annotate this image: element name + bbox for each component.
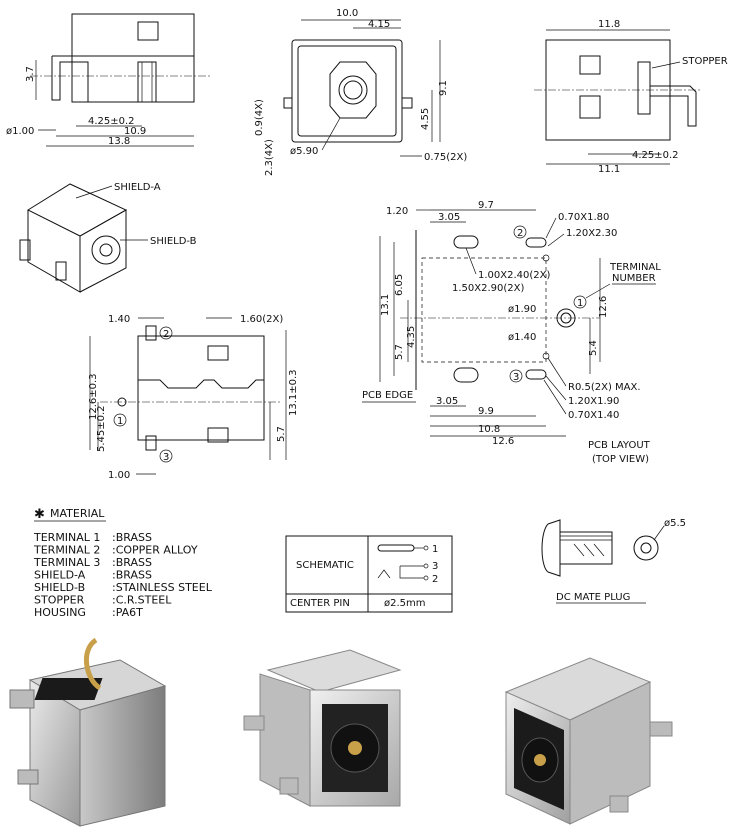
top-dim-455: 4.55 xyxy=(420,108,431,130)
material-table: ✱ MATERIAL TERMINAL 1 :BRASS TERMINAL 2 :CO… xyxy=(33,507,213,619)
pcb-dim-99: 9.9 xyxy=(478,406,494,417)
pcb-dim-305a: 3.05 xyxy=(438,212,460,223)
material-part: TERMINAL 1 xyxy=(33,531,100,544)
pcb-dim-126: 12.6 xyxy=(598,296,609,318)
front-dim-425: 4.25±0.2 xyxy=(88,116,135,127)
pcb-slot-100x240: 1.00X2.40(2X) xyxy=(478,270,550,281)
drawing-sheet: 3.7 ø1.00 4.25±0.2 10.9 13.8 10.0 4.15 9… xyxy=(6,8,728,619)
pcb-dim-305b: 3.05 xyxy=(436,396,458,407)
schematic-label: SCHEMATIC xyxy=(296,560,354,571)
material-value: :COPPER ALLOY xyxy=(112,544,198,557)
dc-mate-plug: ø5.5 DC MATE PLUG xyxy=(541,518,686,604)
pcb-slot-070x140: 0.70X1.40 xyxy=(568,410,619,421)
side-dim-425: 4.25±0.2 xyxy=(632,150,679,161)
side-dim-111: 11.1 xyxy=(598,164,620,175)
material-part: SHIELD-B xyxy=(34,581,85,594)
pcb-caption-2: (TOP VIEW) xyxy=(592,454,649,465)
center-pin-label: CENTER PIN xyxy=(290,598,350,609)
material-part: SHIELD-A xyxy=(34,569,86,582)
bottom-pin-3: 3 xyxy=(163,452,169,463)
pcb-slot-120x190: 1.20X1.90 xyxy=(568,396,619,407)
product-photo-2 xyxy=(240,630,490,836)
schematic-box: SCHEMATIC CENTER PIN ø2.5mm 1 3 2 xyxy=(285,535,453,613)
pcb-terminal-number-1: TERMINAL xyxy=(609,262,661,273)
material-part: HOUSING xyxy=(34,606,86,619)
pcb-dim-120: 1.20 xyxy=(386,206,408,217)
top-dim-91: 9.1 xyxy=(438,80,449,96)
material-value: :BRASS xyxy=(112,569,152,582)
top-dim-dia59: ø5.90 xyxy=(290,146,318,157)
pcb-terminal-number-2: NUMBER xyxy=(612,273,656,284)
side-stopper-label: STOPPER xyxy=(682,56,728,67)
front-dim-138: 13.8 xyxy=(108,136,130,147)
top-dim-075: 0.75(2X) xyxy=(424,152,467,163)
pcb-dia-140: ø1.40 xyxy=(508,332,536,343)
side-dim-118: 11.8 xyxy=(598,19,620,30)
pcb-slot-070x180: 0.70X1.80 xyxy=(558,212,609,223)
bottom-pin-1: 1 xyxy=(117,416,123,427)
material-part: STOPPER xyxy=(34,594,85,607)
pcb-edge-label: PCB EDGE xyxy=(362,390,413,401)
material-value: :PA6T xyxy=(112,606,143,619)
pcb-caption-1: PCB LAYOUT xyxy=(588,440,651,451)
material-part: TERMINAL 3 xyxy=(33,556,100,569)
pcb-slot-120x230: 1.20X2.30 xyxy=(566,228,617,239)
iso-shield-b: SHIELD-B xyxy=(150,236,197,247)
material-value: :C.R.STEEL xyxy=(112,594,172,607)
pcb-pin-3: 3 xyxy=(513,372,519,383)
bottom-dim-545: 5.45±0.2 xyxy=(96,405,107,452)
front-view: 3.7 ø1.00 4.25±0.2 10.9 13.8 xyxy=(6,13,210,147)
pcb-layout: 1.20 9.7 3.05 0.70X1.80 1.20X2.30 2 1.00… xyxy=(362,200,661,465)
top-dim-415: 4.15 xyxy=(368,19,390,30)
pcb-slot-150x290: 1.50X2.90(2X) xyxy=(452,283,524,294)
bottom-dim-126: 12.6±0.3 xyxy=(88,373,99,420)
material-value: :STAINLESS STEEL xyxy=(112,581,213,594)
pcb-pin-1: 1 xyxy=(577,298,583,309)
pcb-r05: R0.5(2X) MAX. xyxy=(568,382,641,393)
material-title: MATERIAL xyxy=(50,507,105,520)
material-value: :BRASS xyxy=(112,556,152,569)
pcb-dim-97: 9.7 xyxy=(478,200,494,211)
pcb-dim-435: 4.35 xyxy=(406,326,417,348)
schematic-pin-3: 3 xyxy=(432,561,438,572)
schematic-pin-1: 1 xyxy=(432,544,438,555)
pcb-pin-2: 2 xyxy=(517,228,523,239)
product-photo-1 xyxy=(0,630,240,836)
pcb-dim-126b: 12.6 xyxy=(492,436,514,447)
plug-dia: ø5.5 xyxy=(664,518,686,529)
bottom-view: 1.40 1.60(2X) 12.6±0.3 5.45±0.2 13.1±0.3… xyxy=(88,314,299,481)
pcb-dim-131: 13.1 xyxy=(380,294,391,316)
bottom-dim-57: 5.7 xyxy=(276,426,287,442)
schematic-pin-2: 2 xyxy=(432,574,438,585)
iso-view: SHIELD-A SHIELD-B xyxy=(19,182,197,293)
product-photo-3 xyxy=(490,630,733,836)
bottom-dim-140: 1.40 xyxy=(108,314,130,325)
pcb-dim-57: 5.7 xyxy=(394,344,405,360)
side-view: 11.8 STOPPER 4.25±0.2 11.1 xyxy=(534,19,728,175)
pcb-dim-108: 10.8 xyxy=(478,424,500,435)
material-part: TERMINAL 2 xyxy=(33,544,100,557)
pcb-dim-54: 5.4 xyxy=(588,340,599,356)
bottom-dim-100: 1.00 xyxy=(108,470,130,481)
material-value: :BRASS xyxy=(112,531,152,544)
front-dim-37: 3.7 xyxy=(25,66,36,82)
top-view: 10.0 4.15 9.1 4.55 0.9(4X) 2.3(4X) ø5.90… xyxy=(254,8,467,176)
center-pin-value: ø2.5mm xyxy=(384,598,426,609)
pcb-dia-190: ø1.90 xyxy=(508,304,536,315)
top-dim-23: 2.3(4X) xyxy=(264,139,275,176)
front-dim-109: 10.9 xyxy=(124,126,146,137)
bottom-pin-2: 2 xyxy=(163,329,169,340)
pcb-dim-605: 6.05 xyxy=(394,274,405,296)
material-asterisk-icon: ✱ xyxy=(34,507,45,522)
plug-label: DC MATE PLUG xyxy=(556,592,630,603)
front-dim-dia100: ø1.00 xyxy=(6,126,34,137)
top-dim-100: 10.0 xyxy=(336,8,358,19)
iso-shield-a: SHIELD-A xyxy=(114,182,161,193)
bottom-dim-131: 13.1±0.3 xyxy=(288,369,299,416)
top-dim-09: 0.9(4X) xyxy=(254,99,265,136)
bottom-dim-160: 1.60(2X) xyxy=(240,314,283,325)
